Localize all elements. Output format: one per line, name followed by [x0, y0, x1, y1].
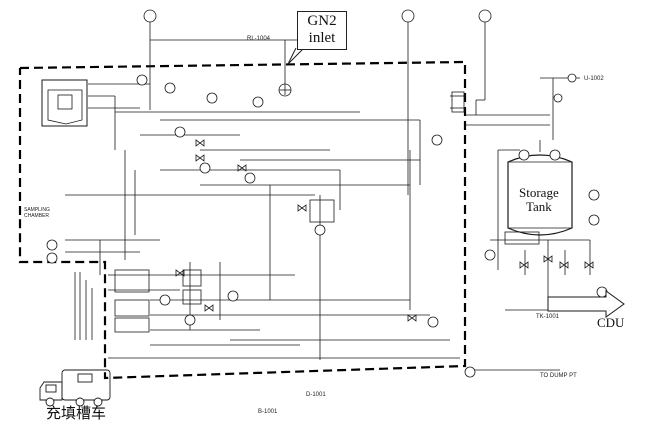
gn2-inlet-callout: GN2 inlet: [297, 11, 347, 50]
tank-truck-icon: [39, 369, 111, 407]
equipment-tag-tk: TK-1001: [536, 314, 560, 320]
cdu-label: CDU: [597, 315, 625, 330]
instrument-bubbles: [46, 9, 608, 378]
line-tag-rl: RL-1004: [247, 36, 271, 42]
sampling-chamber: [41, 79, 88, 127]
gn2-callout-pointer: [287, 47, 305, 65]
outflow-arrow-icon: [547, 290, 625, 318]
equipment-tag-b: B-1001: [258, 409, 278, 415]
dump-tag: TO DUMP PT: [540, 373, 577, 379]
gn2-inlet-label: GN2 inlet: [307, 13, 337, 46]
truck-caption: 充填槽车: [46, 404, 107, 422]
room-boundary: [18, 60, 467, 380]
equipment-tag-d: D-1001: [306, 392, 326, 398]
sampling-chamber-label: SAMPLING CHAMBER: [24, 207, 50, 219]
storage-tank-label: Storage Tank: [519, 185, 559, 214]
equipment-tag-top-right: U-1002: [584, 76, 604, 82]
valve-symbols: [175, 139, 594, 322]
